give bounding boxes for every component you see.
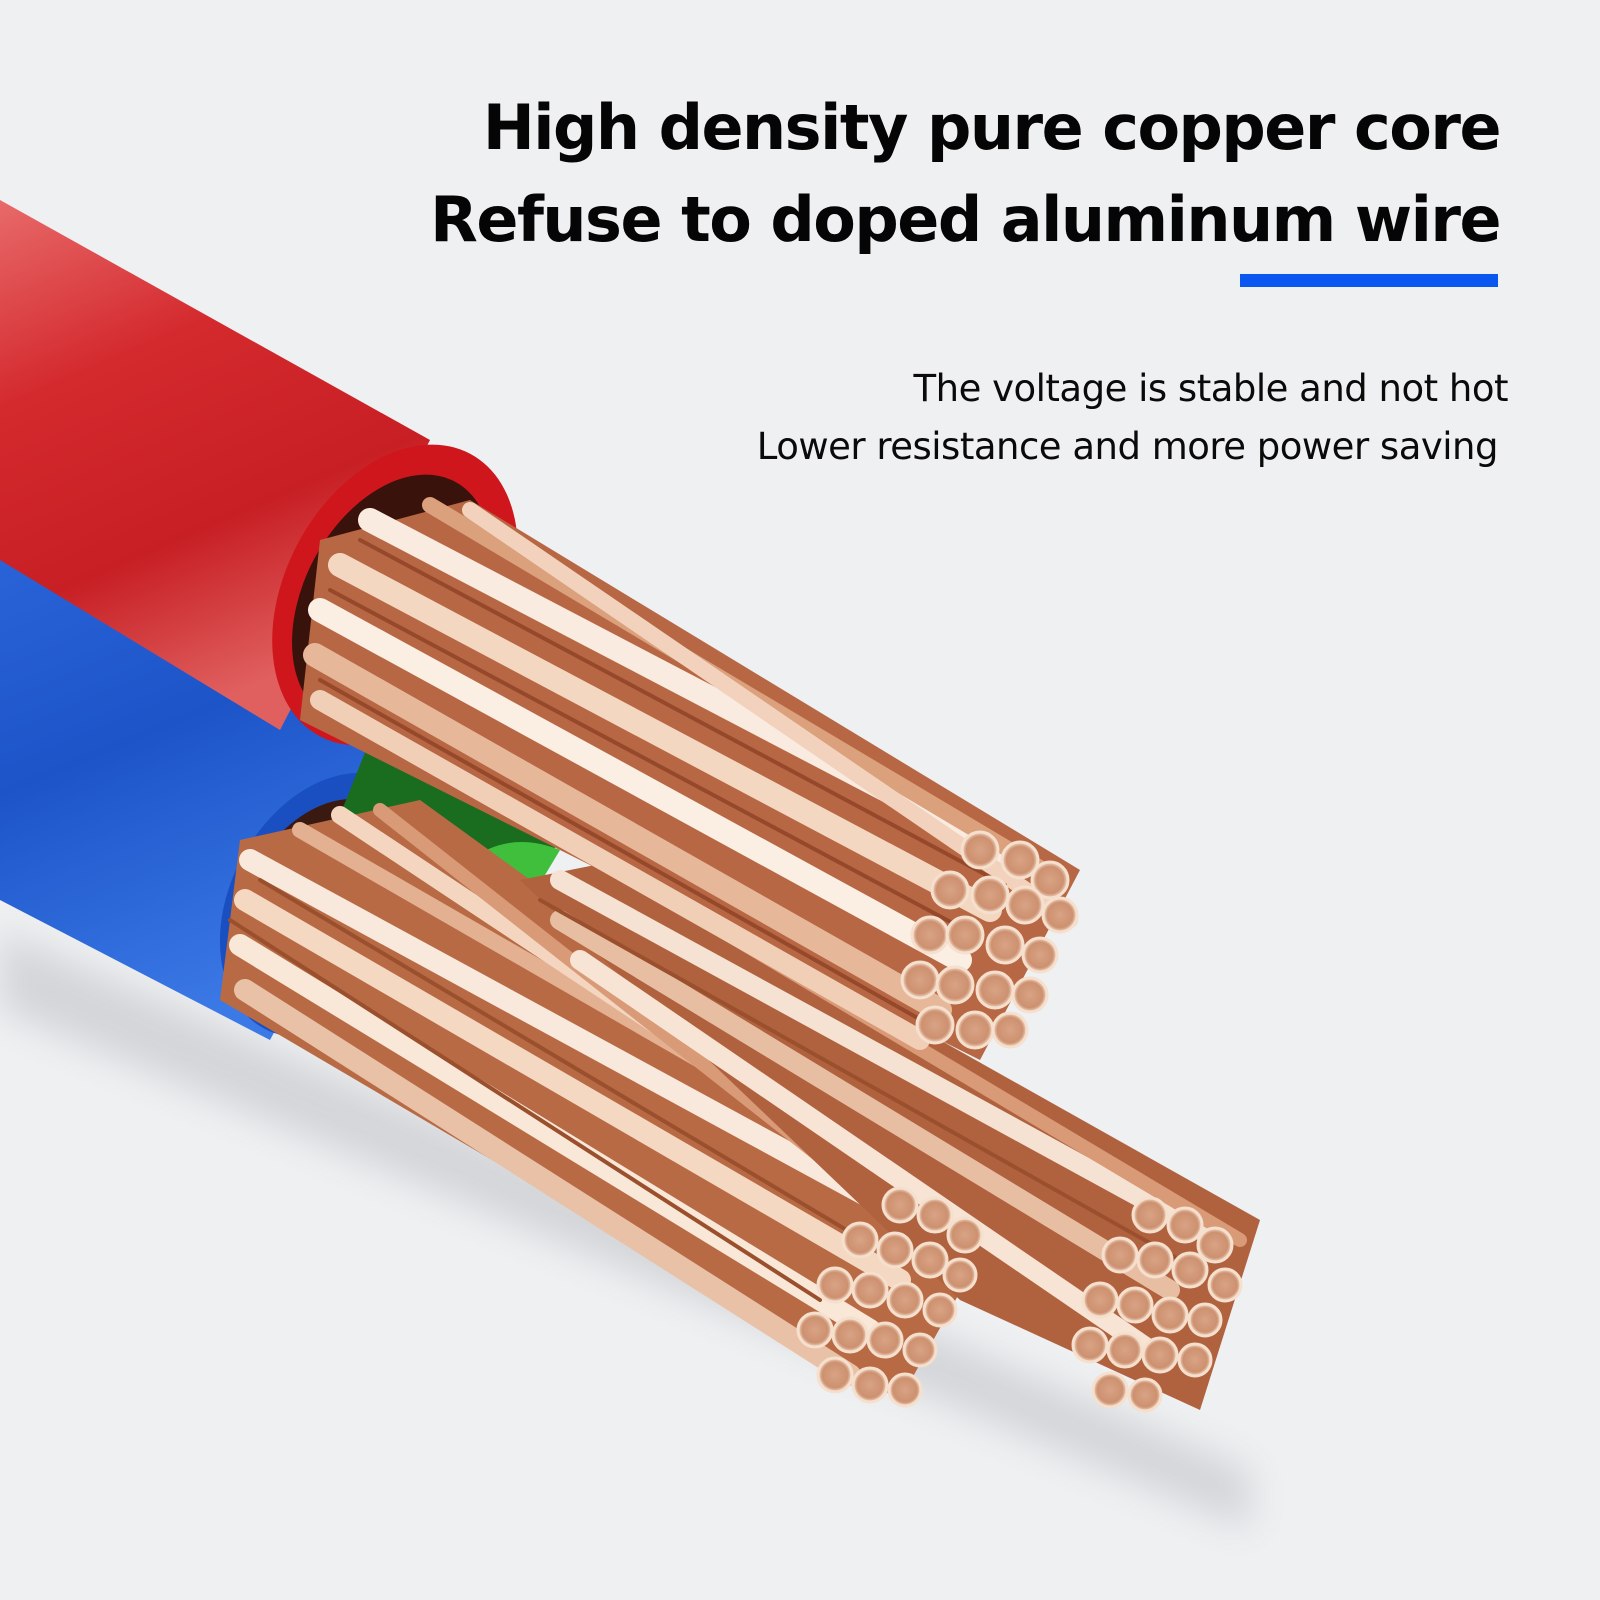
blue-strand-ends [796, 1186, 984, 1408]
green-copper-bundle [520, 860, 1260, 1410]
subheadline-line-2: Lower resistance and more power saving [756, 425, 1499, 468]
subheadline: The voltage is stable and not hot Lower … [756, 360, 1509, 476]
headline: High density pure copper core Refuse to … [430, 82, 1502, 266]
subheadline-line-1: The voltage is stable and not hot [913, 367, 1509, 410]
red-copper-bundle [300, 497, 1080, 1060]
green-strand-ends [1071, 1196, 1243, 1413]
red-strand-ends [900, 830, 1079, 1050]
headline-line-2: Refuse to doped aluminum wire [430, 183, 1501, 256]
headline-line-1: High density pure copper core [482, 91, 1502, 164]
accent-underline [1240, 274, 1498, 287]
